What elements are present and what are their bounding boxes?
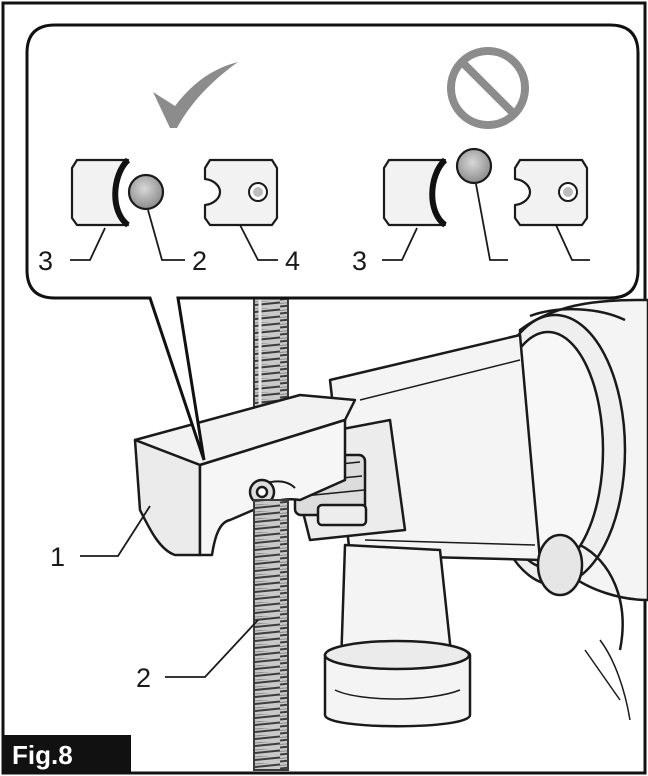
label-2-correct: 2 (192, 246, 207, 276)
figure-tag: Fig.8 (3, 735, 131, 773)
correct-example: 3 2 4 (38, 62, 300, 276)
mode-knob (536, 533, 584, 597)
label-3-correct: 3 (38, 246, 53, 276)
label-2-rod: 2 (136, 663, 151, 693)
main-labels: 1 2 (50, 505, 259, 693)
rod-section-misplaced (455, 147, 493, 185)
label-3-wrong: 3 (352, 246, 367, 276)
check-mark-icon (153, 62, 238, 128)
label-1-holder: 1 (50, 542, 65, 572)
housing-edge (529, 307, 626, 322)
holder-front-face (133, 438, 202, 557)
screw-part-4 (203, 158, 279, 227)
callout-outline (25, 23, 640, 461)
label-4-correct: 4 (285, 246, 300, 276)
rod-section-2 (127, 173, 165, 211)
figure-label: Fig.8 (12, 740, 73, 770)
rotary-hammer (283, 298, 648, 728)
callout-bubble (25, 23, 640, 461)
prohibited-icon (447, 47, 529, 129)
rod-holder (133, 393, 357, 557)
screw-part-4-wrong (513, 158, 589, 227)
wrong-example: 3 (352, 47, 590, 276)
figure-tag-background (3, 735, 131, 773)
